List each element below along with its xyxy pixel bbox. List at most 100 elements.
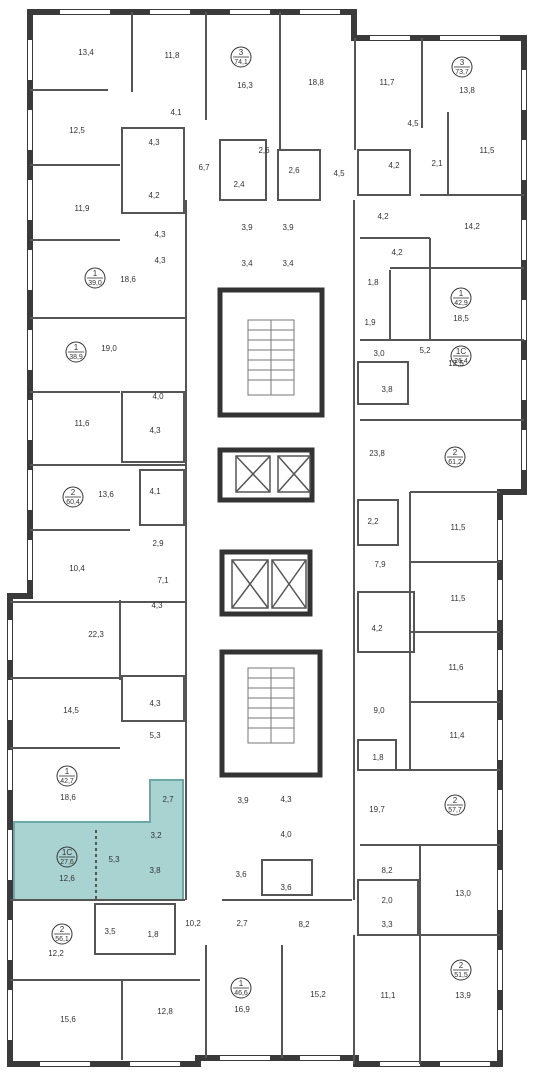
room-area: 11,6 (449, 663, 465, 672)
apartment-rooms: 2 (60, 925, 65, 934)
room-area: 11,8 (165, 51, 181, 60)
apartment-rooms: 1 (239, 979, 244, 988)
apartment-rooms: 2 (453, 448, 458, 457)
room-area: 2,2 (367, 517, 379, 526)
room-area: 4,3 (151, 601, 163, 610)
apartment-rooms: 2 (459, 961, 464, 970)
interior-walls (10, 12, 524, 1064)
room-area: 3,0 (373, 349, 385, 358)
room-area: 11,5 (451, 594, 467, 603)
room-area: 12,2 (48, 949, 64, 958)
room-area: 11,6 (75, 419, 91, 428)
room-area: 11,1 (381, 991, 397, 1000)
apartment-area: 73,7 (455, 69, 469, 76)
apartment-area: 42,9 (454, 300, 468, 307)
room-area: 4,5 (333, 169, 345, 178)
room-area: 5,3 (149, 731, 161, 740)
apartment-area: 61,2 (448, 459, 462, 466)
apartment-area: 74,1 (234, 59, 248, 66)
room-area: 7,1 (157, 576, 169, 585)
window-marks (8, 10, 526, 1066)
apartment-area: 42,7 (60, 778, 74, 785)
room-area: 4,3 (154, 256, 166, 265)
room-area: 14,2 (464, 222, 480, 231)
room-area: 2,6 (288, 166, 300, 175)
room-area: 19,7 (369, 805, 385, 814)
room-area: 4,1 (170, 108, 182, 117)
room-area: 18,6 (120, 275, 136, 284)
room-area: 8,2 (298, 920, 310, 929)
room-area: 3,4 (282, 259, 294, 268)
room-area: 13,9 (455, 991, 471, 1000)
room-area: 4,3 (149, 699, 161, 708)
room-area: 2,9 (152, 539, 164, 548)
apartment-rooms: 1С (456, 347, 466, 356)
room-area: 13,8 (459, 86, 475, 95)
room-area: 18,6 (60, 793, 76, 802)
apartment-area: 57,7 (448, 807, 462, 814)
apartment-rooms: 1 (74, 343, 79, 352)
room-area: 3,8 (381, 385, 393, 394)
apartment-rooms: 3 (239, 48, 244, 57)
room-area: 4,0 (280, 830, 292, 839)
room-area: 18,5 (453, 314, 469, 323)
room-area: 4,3 (154, 230, 166, 239)
apartment-area: 51,5 (454, 972, 468, 979)
apartment-area: 38,9 (69, 354, 83, 361)
room-area: 2,1 (431, 159, 443, 168)
selected-apartment[interactable] (13, 779, 184, 901)
room-area: 12,6 (59, 874, 75, 883)
room-area: 3,4 (241, 259, 253, 268)
room-area: 3,2 (150, 831, 162, 840)
room-area: 4,5 (407, 119, 419, 128)
room-area: 11,5 (480, 146, 496, 155)
room-area: 14,5 (63, 706, 79, 715)
room-area: 13,0 (455, 889, 471, 898)
room-area: 7,9 (374, 560, 386, 569)
room-area: 12,5 (448, 359, 464, 368)
staircases (247, 319, 295, 744)
room-area: 11,7 (380, 78, 396, 87)
room-area: 2,4 (233, 180, 245, 189)
apartment-area: 56,1 (55, 936, 69, 943)
room-area: 6,7 (198, 163, 210, 172)
room-area: 13,6 (98, 490, 114, 499)
room-area: 3,8 (149, 866, 161, 875)
room-area: 11,5 (451, 523, 467, 532)
room-area: 9,0 (373, 706, 385, 715)
room-area: 2,0 (381, 896, 393, 905)
room-area: 2,6 (258, 146, 270, 155)
apartment-rooms: 1 (93, 269, 98, 278)
apartment-area: 27,6 (60, 859, 74, 866)
room-area: 5,2 (419, 346, 431, 355)
room-area: 12,5 (69, 126, 85, 135)
room-area: 22,3 (88, 630, 104, 639)
room-area: 11,4 (450, 731, 466, 740)
room-area: 11,9 (75, 204, 91, 213)
room-area: 16,3 (237, 81, 253, 90)
room-area: 4,2 (371, 624, 383, 633)
room-area: 19,0 (101, 344, 117, 353)
apartment-rooms: 1С (62, 848, 72, 857)
room-area: 3,6 (235, 870, 247, 879)
room-area: 3,5 (104, 927, 116, 936)
room-area: 4,3 (148, 138, 160, 147)
apartment-area: 26,4 (454, 358, 468, 365)
room-area: 3,9 (237, 796, 249, 805)
apartment-rooms: 2 (453, 796, 458, 805)
room-area: 4,3 (149, 426, 161, 435)
room-area: 3,3 (381, 920, 393, 929)
room-area: 1,8 (147, 930, 159, 939)
room-area: 13,4 (78, 48, 94, 57)
apartment-area: 60,4 (66, 499, 80, 506)
room-area: 1,8 (367, 278, 379, 287)
room-area: 3,9 (241, 223, 253, 232)
room-area: 4,1 (149, 487, 161, 496)
room-area: 15,6 (60, 1015, 76, 1024)
room-area: 4,0 (152, 392, 164, 401)
elevators (231, 455, 311, 609)
apartment-rooms: 3 (460, 58, 465, 67)
